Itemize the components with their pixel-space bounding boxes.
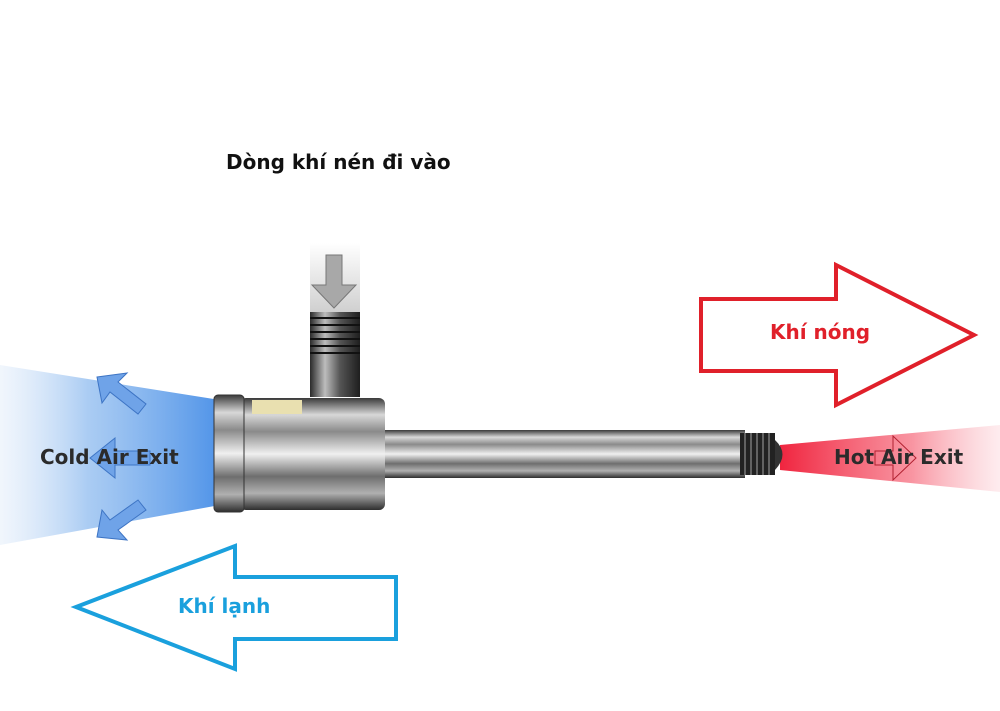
hot-air-arrow: [699, 261, 979, 409]
arrow-left-icon: [89, 436, 151, 480]
cold-air-arrow: [70, 543, 398, 672]
hot-air-exit-label: Hot Air Exit: [834, 445, 964, 469]
label-sticker: [252, 400, 302, 414]
cold-end-nut: [213, 394, 245, 513]
arrow-up-left-icon: [96, 372, 147, 415]
cold-flow-arrows: [89, 372, 151, 541]
inflow-arrow-icon: [310, 254, 358, 309]
cold-air-label: Khí lạnh: [178, 594, 271, 618]
inlet-fitting: [310, 312, 360, 397]
generator-body: [240, 398, 385, 510]
hot-air-label: Khí nóng: [770, 320, 871, 344]
hot-flow-arrow-icon: [874, 434, 917, 482]
compressed-air-inlet-label: Dòng khí nén đi vào: [226, 150, 451, 174]
arrow-down-left-icon: [96, 499, 147, 541]
hot-air-spray: [780, 425, 1000, 492]
hot-tube: [380, 430, 745, 478]
inlet-threads: [310, 317, 360, 354]
cold-air-exit-label: Cold Air Exit: [40, 445, 179, 469]
